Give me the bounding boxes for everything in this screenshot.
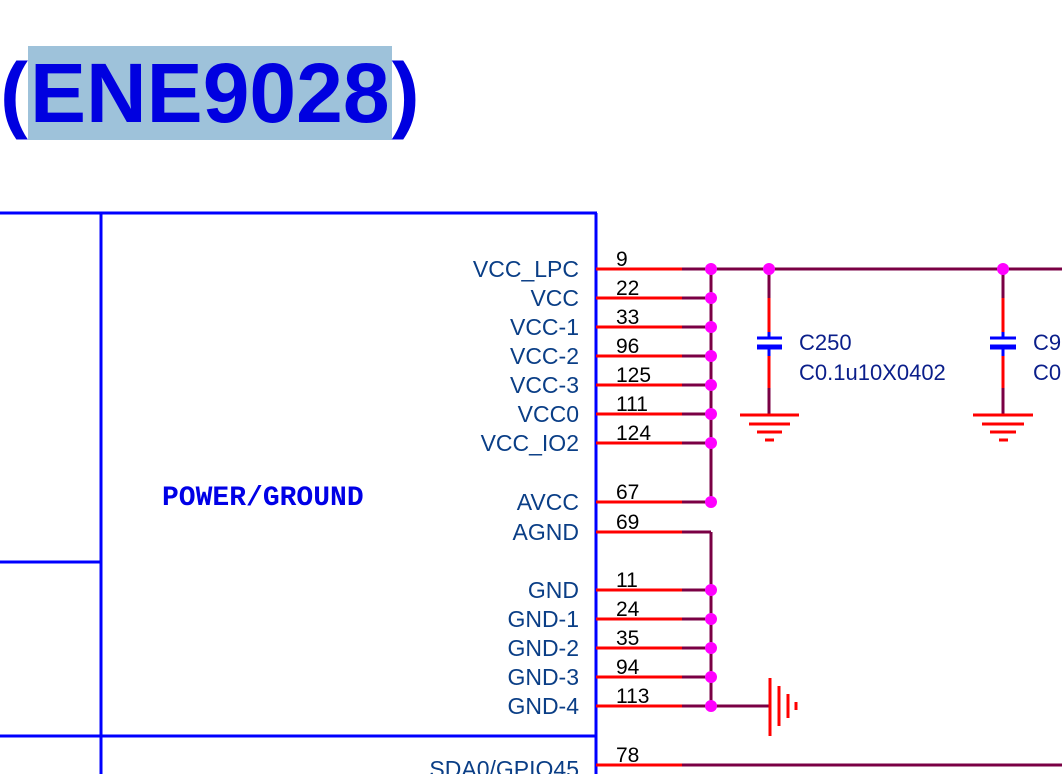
junction-dot bbox=[705, 379, 717, 391]
block-label: POWER/GROUND bbox=[162, 483, 364, 514]
capacitor-c250[interactable]: C250 C0.1u10X0402 bbox=[740, 263, 946, 442]
pin-vcc-lpc[interactable]: VCC_LPC 9 bbox=[473, 248, 711, 282]
pin-name: VCC-2 bbox=[510, 343, 579, 369]
title-open-paren: ( bbox=[0, 46, 28, 140]
pin-gnd-4[interactable]: GND-4 113 bbox=[507, 685, 711, 719]
capacitor-value: C0 bbox=[1033, 360, 1061, 385]
junction-dot bbox=[705, 292, 717, 304]
junction-dot bbox=[997, 263, 1009, 275]
pin-vcc-3[interactable]: VCC-3 125 bbox=[510, 364, 711, 398]
junction-dot bbox=[705, 321, 717, 333]
pin-io[interactable]: SDA0/GPIO45 78 bbox=[429, 744, 1062, 774]
ground-symbol-icon bbox=[973, 413, 1033, 442]
pin-name: GND-3 bbox=[507, 664, 579, 690]
junction-dot bbox=[705, 496, 717, 508]
earth-ground-icon bbox=[768, 678, 798, 736]
pin-vcc-io2[interactable]: VCC_IO2 124 bbox=[481, 422, 711, 456]
pin-name: GND-4 bbox=[507, 693, 579, 719]
pin-name: VCC-1 bbox=[510, 314, 579, 340]
junction-dot bbox=[705, 642, 717, 654]
pin-name: GND-1 bbox=[507, 606, 579, 632]
junction-dot bbox=[705, 408, 717, 420]
pin-number: 9 bbox=[616, 248, 628, 271]
pin-vcc[interactable]: VCC 22 bbox=[530, 277, 711, 311]
junction-dot bbox=[705, 671, 717, 683]
pin-number: 96 bbox=[616, 335, 639, 358]
pin-number: 94 bbox=[616, 656, 640, 679]
junction-dot bbox=[763, 263, 775, 275]
pin-name: VCC_IO2 bbox=[481, 430, 579, 456]
pin-number: 35 bbox=[616, 627, 639, 650]
pin-number: 67 bbox=[616, 481, 639, 504]
junction-dot bbox=[705, 584, 717, 596]
pin-name: VCC0 bbox=[518, 401, 579, 427]
title-close-paren: ) bbox=[391, 46, 420, 140]
pin-gnd-3[interactable]: GND-3 94 bbox=[507, 656, 711, 690]
pin-name: GND bbox=[528, 577, 579, 603]
pin-number: 24 bbox=[616, 598, 640, 621]
junction-dot bbox=[705, 350, 717, 362]
pin-gnd[interactable]: GND 11 bbox=[528, 569, 711, 603]
pin-avcc[interactable]: AVCC 67 bbox=[517, 481, 711, 515]
pin-agnd[interactable]: AGND 69 bbox=[513, 511, 711, 545]
pin-name: AGND bbox=[513, 519, 579, 545]
pin-number: 22 bbox=[616, 277, 639, 300]
pin-vcc0[interactable]: VCC0 111 bbox=[518, 393, 711, 427]
pin-gnd-2[interactable]: GND-2 35 bbox=[507, 627, 711, 661]
net-layer bbox=[709, 267, 1062, 708]
pin-number: 111 bbox=[616, 393, 648, 416]
pin-gnd-1[interactable]: GND-1 24 bbox=[507, 598, 711, 632]
pin-number: 78 bbox=[616, 744, 639, 767]
chip-name: ENE9028 bbox=[27, 46, 392, 140]
pin-number: 113 bbox=[616, 685, 649, 708]
pin-number: 69 bbox=[616, 511, 639, 534]
pin-number: 33 bbox=[616, 306, 639, 329]
pin-name: VCC-3 bbox=[510, 372, 579, 398]
junction-dot bbox=[705, 437, 717, 449]
ic-block-outline bbox=[0, 211, 598, 774]
capacitor-c9[interactable]: C9 C0 bbox=[973, 263, 1061, 442]
pin-number: 11 bbox=[616, 569, 638, 592]
capacitor-ref: C9 bbox=[1033, 330, 1061, 355]
junction-dot bbox=[705, 700, 717, 712]
pin-name: GND-2 bbox=[507, 635, 579, 661]
pin-name: VCC bbox=[530, 285, 579, 311]
junction-dot bbox=[705, 613, 717, 625]
pin-number: 124 bbox=[616, 422, 651, 445]
pin-number: 125 bbox=[616, 364, 651, 387]
pin-vcc-2[interactable]: VCC-2 96 bbox=[510, 335, 711, 369]
capacitor-value: C0.1u10X0402 bbox=[799, 360, 946, 385]
schematic-title: (ENE9028) bbox=[0, 38, 420, 148]
pin-name: AVCC bbox=[517, 489, 579, 515]
pin-vcc-1[interactable]: VCC-1 33 bbox=[510, 306, 711, 340]
pin-name: SDA0/GPIO45 bbox=[429, 756, 579, 774]
ground-symbol-icon bbox=[740, 413, 799, 442]
capacitor-ref: C250 bbox=[799, 330, 852, 355]
pin-name: VCC_LPC bbox=[473, 256, 579, 282]
junction-dot bbox=[705, 263, 717, 275]
